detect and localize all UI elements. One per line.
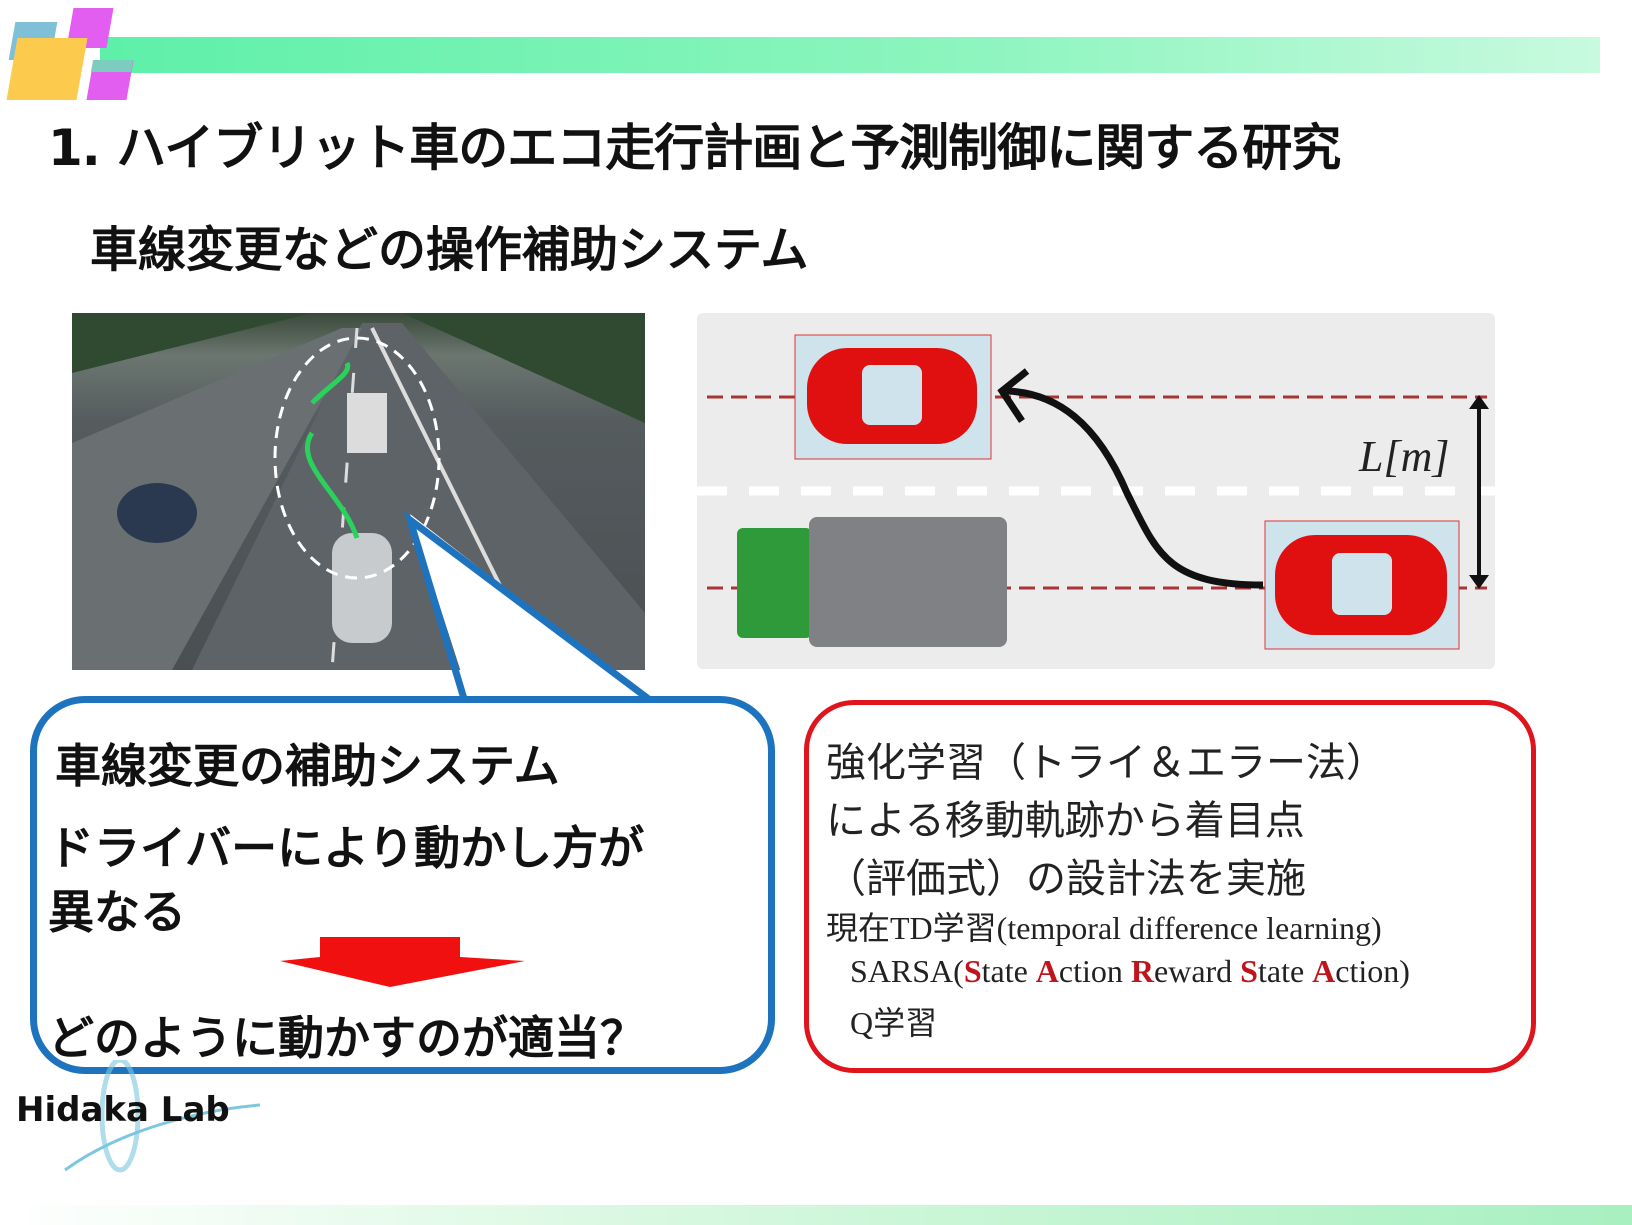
callout-right <box>804 700 1536 1073</box>
callout-left-line2: ドライバーにより動かし方が <box>48 821 645 875</box>
callout-right-line6: Q学習 <box>850 1005 938 1041</box>
distance-label: L[m] <box>1359 432 1450 481</box>
header-bar <box>100 37 1600 73</box>
callout-left-question: どのように動かすのが適当？ <box>48 1011 646 1065</box>
callout-right-line1: 強化学習（トライ＆エラー法） <box>826 740 1386 786</box>
sarsa-initial: S <box>1240 953 1258 989</box>
sarsa-word: ction <box>1335 953 1400 989</box>
sarsa-initial: A <box>1312 953 1336 989</box>
callout-left <box>30 696 775 1074</box>
down-arrow-icon <box>280 937 525 987</box>
sarsa-word: eward <box>1154 953 1241 989</box>
callout-left-line1: 車線変更の補助システム <box>55 739 560 793</box>
truck <box>737 517 1007 647</box>
slide-title: 1. ハイブリット車のエコ走行計画と予測制御に関する研究 <box>48 119 1341 177</box>
sarsa-prefix: SARSA( <box>850 953 964 989</box>
callout-right-line2: による移動軌跡から着目点 <box>826 798 1305 844</box>
hidaka-lab-logo: Hidaka Lab <box>16 1090 230 1130</box>
target-car <box>794 334 992 460</box>
sarsa-word: tate <box>1257 953 1313 989</box>
callout-left-line3: 異なる <box>48 885 186 939</box>
sarsa-initial: R <box>1130 953 1154 989</box>
footer-bar <box>0 1205 1632 1225</box>
sarsa-suffix: ) <box>1399 953 1410 989</box>
logo-swoosh-icon <box>64 1060 260 1173</box>
callout-right-line3: （評価式）の設計法を実施 <box>826 856 1306 902</box>
sarsa-line: SARSA(State Action Reward State Action) <box>850 953 1410 990</box>
sarsa-initial: A <box>1035 953 1059 989</box>
callout-right-line4: 現在TD学習(temporal difference learning) <box>826 910 1382 946</box>
sarsa-word: tate <box>981 953 1036 989</box>
lane-change-diagram: L[m] <box>697 313 1495 669</box>
slide-subtitle: 車線変更などの操作補助システム <box>90 222 809 278</box>
sarsa-word: ction <box>1058 953 1131 989</box>
highway-photo <box>72 313 645 670</box>
sarsa-initial: S <box>963 953 982 989</box>
ego-car <box>1264 520 1460 650</box>
